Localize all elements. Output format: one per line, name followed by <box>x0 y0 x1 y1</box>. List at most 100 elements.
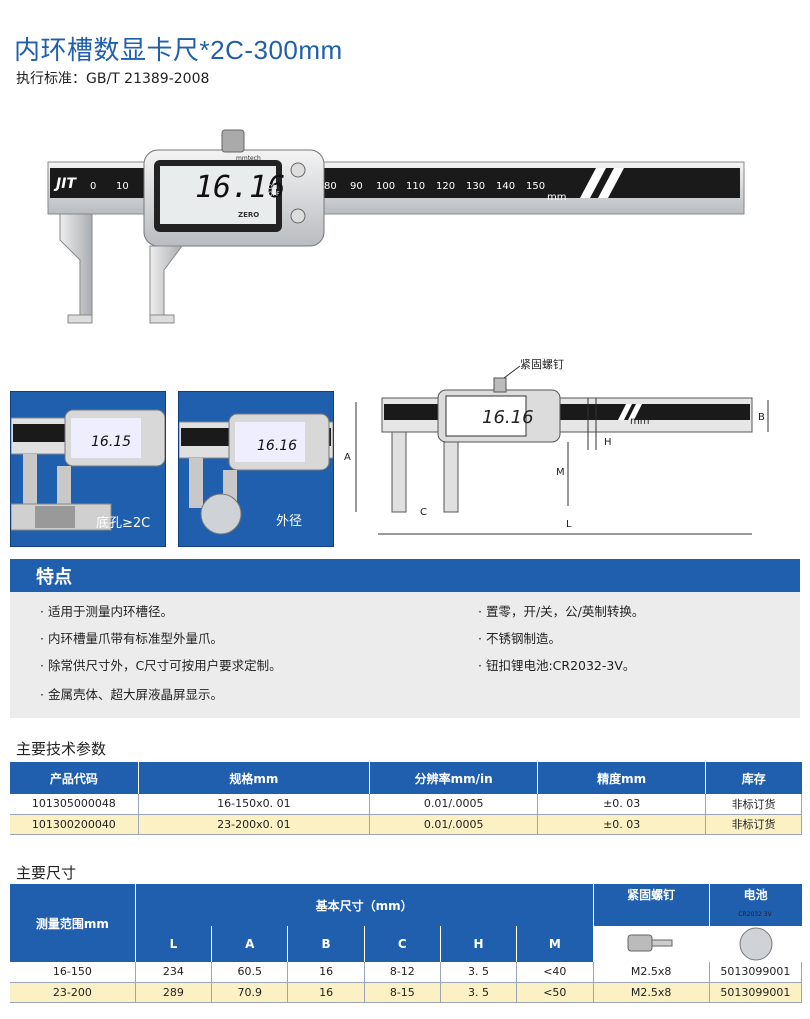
dims-cell: M2.5x8 <box>593 962 710 983</box>
feature-text: 金属壳体、超大屏液晶屏显示。 <box>47 687 223 702</box>
screw-label: 紧固螺钉 <box>520 358 564 371</box>
caliper-scale-80: 80 <box>324 181 337 192</box>
spec-header: 精度mm <box>537 762 707 794</box>
photo-1-caption: 底孔≥2C <box>96 516 151 531</box>
dims-cell: 8-12 <box>364 962 441 983</box>
spec-cell: ±0. 03 <box>537 794 707 815</box>
caliper-scale-10: 10 <box>116 181 129 192</box>
caliper-brand: JIT <box>56 176 76 192</box>
dim-label-l: L <box>566 519 572 530</box>
standard-text: 执行标准：GB/T 21389-2008 <box>16 71 210 87</box>
dims-cell: 8-15 <box>364 982 441 1003</box>
features-title: 特点 <box>36 567 72 588</box>
feature-text: 不锈钢制造。 <box>485 631 561 646</box>
feature-right-2: · 不锈钢制造。 <box>478 631 561 646</box>
table-row: 101300200040 23-200x0. 01 0.01/.0005 ±0.… <box>10 814 802 835</box>
dims-cell: <50 <box>516 982 594 1003</box>
dims-cell: 3. 5 <box>440 982 518 1003</box>
spec-table: 产品代码 规格mm 分辨率mm/in 精度mm 库存 101305000048 … <box>10 762 802 835</box>
dims-cell: 5013099001 <box>709 982 803 1003</box>
dims-cell: 60.5 <box>211 962 289 983</box>
diagram-display: 16.16 <box>482 407 534 428</box>
dims-sub-header: B <box>287 926 365 962</box>
page-title: 内环槽数显卡尺*2C-300mm <box>14 35 343 65</box>
dimension-diagram <box>355 365 769 535</box>
dims-header-screw: 紧固螺钉 <box>593 884 710 926</box>
dims-cell: 16-150 <box>10 962 136 983</box>
table-row: 16-150 234 60.5 16 8-12 3. 5 <40 M2.5x8 … <box>10 962 803 983</box>
photo-inner-groove: 16.15 <box>10 391 166 547</box>
caliper-zero: ZERO <box>238 211 260 219</box>
dim-label-h: H <box>604 437 612 448</box>
dims-cell: 16 <box>287 962 365 983</box>
dims-cell: <40 <box>516 962 594 983</box>
dims-table: 测量范围mm 基本尺寸（mm） 紧固螺钉 电池 L A B C H M 16-1… <box>10 884 803 1003</box>
diagram-unit: mm <box>630 416 650 427</box>
screw-icon <box>627 934 673 951</box>
feature-text: 钮扣锂电池:CR2032-3V。 <box>485 658 636 673</box>
dims-cell: 289 <box>135 982 213 1003</box>
features-box <box>10 592 800 718</box>
dims-header-range: 测量范围mm <box>10 884 136 962</box>
spec-cell: 0.01/.0005 <box>369 814 539 835</box>
spec-cell: 非标订货 <box>705 814 802 835</box>
battery-label: CR2032 3V <box>738 911 772 918</box>
dims-cell: M2.5x8 <box>593 982 710 1003</box>
dims-header-battery: 电池 <box>709 884 802 926</box>
caliper-scale-120: 120 <box>436 181 456 192</box>
feature-text: 除常供尺寸外，C尺寸可按用户要求定制。 <box>47 658 282 673</box>
spec-title: 主要技术参数 <box>16 740 107 758</box>
features-header <box>10 559 800 592</box>
feature-left-1: · 适用于测量内环槽径。 <box>40 604 173 619</box>
dim-label-m: M <box>556 467 565 478</box>
photo-1-display: 16.15 <box>91 434 132 450</box>
dims-sub-header: L <box>135 926 213 962</box>
feature-right-1: · 置零，开/关，公/英制转换。 <box>478 604 645 619</box>
dims-cell: 16 <box>287 982 365 1003</box>
spec-header: 规格mm <box>138 762 371 794</box>
photo-2-caption: 外径 <box>276 514 303 529</box>
feature-left-3: · 除常供尺寸外，C尺寸可按用户要求定制。 <box>40 658 282 673</box>
dims-title: 主要尺寸 <box>16 864 77 882</box>
dims-sub-header: A <box>211 926 289 962</box>
dims-cell: 23-200 <box>10 982 136 1003</box>
spec-cell: ±0. 03 <box>537 814 707 835</box>
feature-text: 适用于测量内环槽径。 <box>47 604 173 619</box>
table-row: 101305000048 16-150x0. 01 0.01/.0005 ±0.… <box>10 794 802 815</box>
spec-header: 产品代码 <box>10 762 139 794</box>
spec-cell: 16-150x0. 01 <box>138 794 371 815</box>
dims-cell: 5013099001 <box>709 962 803 983</box>
dims-sub-header: M <box>516 926 594 962</box>
feature-left-2: · 内环槽量爪带有标准型外量爪。 <box>40 631 223 646</box>
caliper-scale-110: 110 <box>406 181 426 192</box>
table-row: 23-200 289 70.9 16 8-15 3. 5 <50 M2.5x8 … <box>10 982 803 1003</box>
spec-cell: 101305000048 <box>10 794 139 815</box>
spec-cell: 0.01/.0005 <box>369 794 539 815</box>
caliper-scale-140: 140 <box>496 181 516 192</box>
caliper-illustration <box>47 129 745 324</box>
feature-right-3: · 钮扣锂电池:CR2032-3V。 <box>478 658 636 673</box>
dim-label-a: A <box>344 452 351 463</box>
feature-text: 内环槽量爪带有标准型外量爪。 <box>47 631 223 646</box>
photo-2-display: 16.16 <box>257 438 298 454</box>
caliper-scale-90: 90 <box>350 181 363 192</box>
caliper-scale-130: 130 <box>466 181 486 192</box>
battery-icon <box>739 927 773 961</box>
dims-cell: 70.9 <box>211 982 289 1003</box>
screw-image-cell <box>593 926 710 962</box>
caliper-scale-100: 100 <box>376 181 396 192</box>
dim-label-c: C <box>420 507 427 518</box>
dims-sub-header: H <box>440 926 518 962</box>
photo-outer-diameter: 16.16 <box>178 391 334 547</box>
spec-cell: 101300200040 <box>10 814 139 835</box>
caliper-small-brand: mmtech <box>236 155 261 162</box>
dims-header-basic: 基本尺寸（mm） <box>135 884 594 926</box>
spec-header: 分辨率mm/in <box>369 762 539 794</box>
spec-cell: 23-200x0. 01 <box>138 814 371 835</box>
dims-sub-header: C <box>364 926 441 962</box>
dims-cell: 3. 5 <box>440 962 518 983</box>
caliper-display: 16.16 <box>195 170 286 205</box>
spec-cell: 非标订货 <box>705 794 802 815</box>
battery-image-cell <box>709 926 802 962</box>
feature-text: 置零，开/关，公/英制转换。 <box>485 604 645 619</box>
